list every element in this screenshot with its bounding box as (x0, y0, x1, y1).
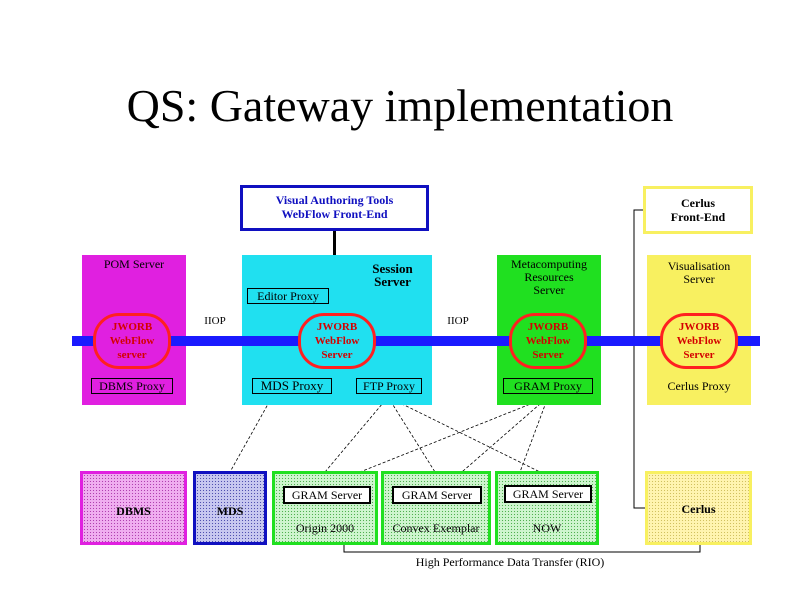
gram-server: GRAM Server (504, 485, 592, 503)
dbms-proxy: DBMS Proxy (91, 378, 173, 394)
metacomputing-label-line1: Metacomputing (511, 257, 587, 271)
iiop-label-left: IIOP (204, 315, 226, 327)
editor-proxy: Editor Proxy (247, 288, 329, 304)
mds-proxy: MDS Proxy (252, 378, 332, 394)
gram-proxy: GRAM Proxy (503, 378, 593, 394)
session-server-label-line2: Server (374, 274, 411, 289)
dbms-box: DBMS (80, 471, 187, 545)
gram-origin-box: GRAM Server Origin 2000 (272, 471, 378, 545)
gram-server: GRAM Server (392, 486, 482, 504)
slide-title: QS: Gateway implementation (126, 80, 674, 131)
session-server-label-line1: Session (372, 261, 413, 276)
iiop-bus (72, 336, 760, 346)
visual-authoring-tools-box: Visual Authoring Tools WebFlow Front-End (240, 185, 429, 231)
session-jworb-server: JWORB WebFlow Server (298, 313, 376, 369)
pom-jworb-server: JWORB WebFlow server (93, 313, 171, 369)
pom-server-label: POM Server (103, 257, 165, 271)
metacomputing-label-line3: Server (533, 283, 565, 297)
cerlus-box: Cerlus (645, 471, 752, 545)
mds-box: MDS (193, 471, 267, 545)
rio-label: High Performance Data Transfer (RIO) (415, 555, 605, 569)
visualisation-jworb-server: JWORB WebFlow Server (660, 313, 738, 369)
visualisation-label-line2: Server (683, 272, 715, 286)
gram-server: GRAM Server (283, 486, 371, 504)
visualisation-label-line1: Visualisation (667, 259, 731, 273)
iiop-label-right: IIOP (447, 315, 469, 327)
gram-now-box: GRAM Server NOW (495, 471, 599, 545)
cerlus-proxy: Cerlus Proxy (667, 379, 731, 393)
metacomputing-jworb-server: JWORB WebFlow Server (509, 313, 587, 369)
ftp-proxy: FTP Proxy (356, 378, 422, 394)
gram-convex-box: GRAM Server Convex Exemplar (381, 471, 491, 545)
metacomputing-label-line2: Resources (524, 270, 574, 284)
cerlus-frontend-box: Cerlus Front-End (643, 186, 753, 234)
